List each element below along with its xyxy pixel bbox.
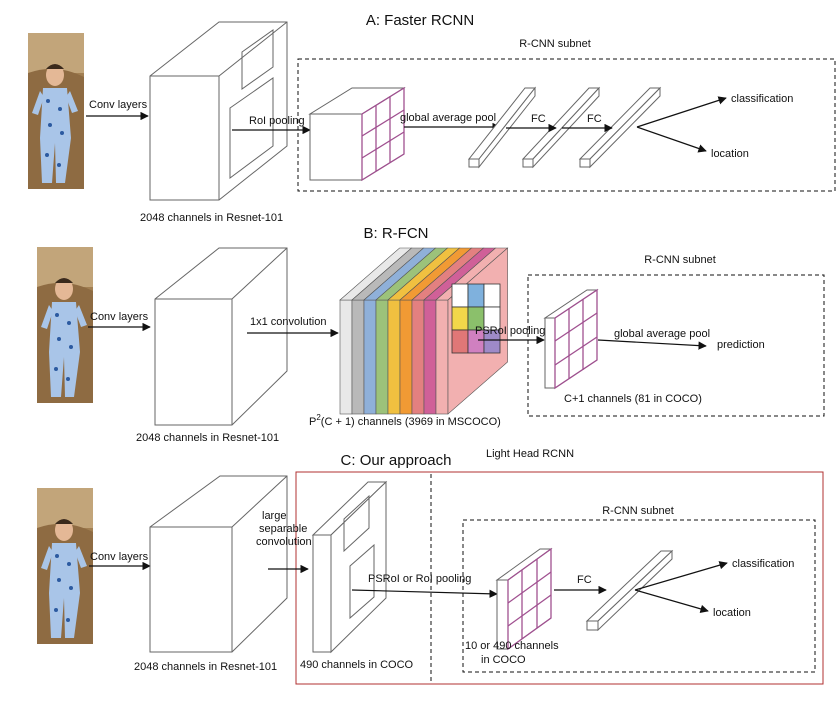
position-sensitive-cell — [451, 306, 469, 331]
score-map-slice — [375, 299, 389, 415]
rcnn-subnet-frame-c — [462, 519, 816, 673]
score-map-slice — [339, 299, 353, 415]
section-b-title: B: R-FCN — [364, 225, 429, 242]
score-map-slice — [411, 299, 425, 415]
gap-arrow-b — [597, 339, 707, 350]
lsc-label-line2: separable — [259, 523, 307, 535]
pooled-feature-a — [308, 86, 406, 182]
section-light-head: C: Our approach Conv layers 2048 channel… — [37, 448, 824, 685]
roi-pooling-label-a: RoI pooling — [249, 115, 305, 127]
score-map-slice — [387, 299, 401, 415]
location-output-c: location — [713, 607, 751, 619]
psroi-label-b: PSRoI pooling — [475, 325, 545, 337]
input-image-b — [37, 247, 93, 403]
backbone-block-c — [149, 475, 288, 653]
pooled-caption-c-1: 10 or 490 channels — [465, 640, 559, 652]
rcnn-subnet-label-a: R-CNN subnet — [519, 38, 591, 50]
pooled-feature-c — [495, 547, 553, 651]
fc-bar-3-a — [578, 86, 662, 169]
backbone-caption-b: 2048 channels in Resnet-101 — [136, 432, 279, 444]
rcnn-subnet-frame-a — [297, 58, 836, 192]
prediction-output-b: prediction — [717, 339, 765, 351]
light-head-label: Light Head RCNN — [486, 448, 574, 460]
rcnn-subnet-frame-b — [527, 274, 825, 417]
rcnn-subnet-label-c: R-CNN subnet — [602, 505, 674, 517]
light-head-frame — [295, 471, 824, 685]
fc-label-c: FC — [577, 574, 592, 586]
gap-label-a: global average pool — [400, 112, 496, 124]
loc-arrow-a — [636, 126, 707, 153]
score-map-slice — [423, 299, 437, 415]
conv-layers-label-b: Conv layers — [90, 311, 149, 323]
gap-label-b: global average pool — [614, 328, 710, 340]
position-sensitive-cell — [451, 329, 469, 354]
section-faster-rcnn: A: Faster RCNN Conv layers 2048 channels… — [28, 12, 836, 224]
section-c-title: C: Our approach — [341, 452, 452, 469]
backbone-caption-a: 2048 channels in Resnet-101 — [140, 212, 283, 224]
section-r-fcn: B: R-FCN Conv layers 2048 channels in Re… — [37, 225, 825, 444]
loc-arrow-c — [634, 589, 709, 613]
backbone-caption-c: 2048 channels in Resnet-101 — [134, 661, 277, 673]
pool-arrow-c — [351, 589, 498, 598]
backbone-block-b — [154, 247, 288, 426]
thin-caption-c: 490 channels in COCO — [300, 659, 414, 671]
position-sensitive-cell — [483, 283, 501, 308]
section-a-title: A: Faster RCNN — [366, 12, 474, 29]
conv-layers-label-c: Conv layers — [90, 551, 149, 563]
input-image-c — [37, 488, 93, 644]
cls-arrow-a — [636, 96, 727, 128]
pooled-caption-c-2: in COCO — [481, 654, 526, 666]
fc1-label-a: FC — [531, 113, 546, 125]
score-map-slice — [399, 299, 413, 415]
position-sensitive-cell — [467, 283, 485, 308]
score-map-slice — [363, 299, 377, 415]
classification-output-c: classification — [732, 558, 794, 570]
cls-arrow-c — [634, 561, 728, 591]
rcnn-subnet-label-b: R-CNN subnet — [644, 254, 716, 266]
input-image-a — [28, 33, 84, 189]
score-caption-b: P2(C + 1) channels (3969 in MSCOCO) — [309, 413, 501, 428]
thin-feature-map-c — [311, 480, 388, 654]
lsc-label-line1: large — [262, 510, 286, 522]
score-map-slice — [351, 299, 365, 415]
lsc-label-line3: convolution — [256, 536, 312, 548]
position-sensitive-score-maps — [339, 247, 509, 415]
position-sensitive-cell — [483, 329, 501, 354]
conv1x1-label-b: 1x1 convolution — [250, 316, 326, 328]
conv-layers-label-a: Conv layers — [89, 99, 148, 111]
location-output-a: location — [711, 148, 749, 160]
fc2-label-a: FC — [587, 113, 602, 125]
classification-output-a: classification — [731, 93, 793, 105]
pool-label-c: PSRoI or RoI pooling — [368, 573, 471, 585]
pooled-caption-b: C+1 channels (81 in COCO) — [564, 393, 702, 405]
pooled-feature-b — [543, 288, 599, 390]
position-sensitive-cell — [451, 283, 469, 308]
score-map-slice — [435, 299, 449, 415]
backbone-block-a — [149, 21, 288, 201]
